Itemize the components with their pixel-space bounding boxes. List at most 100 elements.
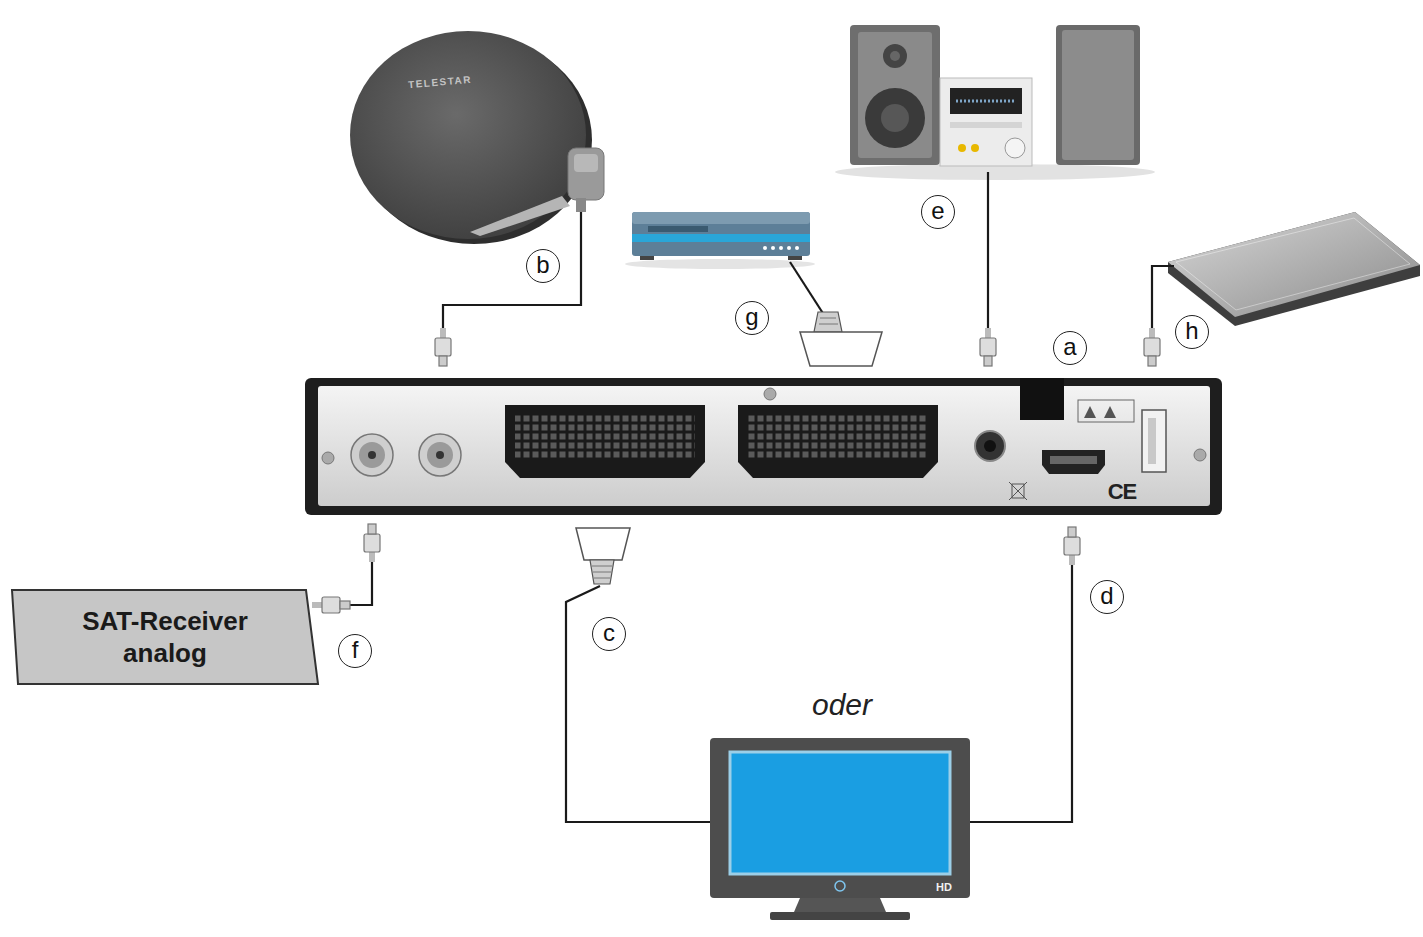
stereo-system: [958, 144, 966, 152]
stereo-system: [835, 25, 1155, 180]
callout-letter: c: [592, 617, 626, 651]
digital-receiver: [318, 386, 1210, 506]
stereo-system: [1062, 30, 1134, 160]
satellite-dish: [350, 31, 586, 239]
coax-plug: [1144, 328, 1160, 366]
television: [710, 738, 970, 920]
video-recorder: [640, 256, 654, 260]
digital-receiver: [1009, 482, 1027, 500]
stereo-system: [850, 25, 940, 165]
usb-hard-disk: [1168, 212, 1420, 317]
scart-plug: [593, 572, 611, 573]
callout-letter: d: [1090, 580, 1124, 614]
digital-receiver: [1020, 378, 1064, 420]
scart-plug: [820, 318, 836, 319]
digital-receiver: [1078, 400, 1134, 422]
cable: [987, 172, 989, 328]
video-recorder: [787, 246, 791, 250]
video-recorder: [779, 246, 783, 250]
cable: [1152, 266, 1174, 328]
television: [794, 898, 886, 912]
digital-receiver: [305, 378, 1222, 515]
scart-plug: [594, 578, 610, 579]
coax-plug: [1064, 527, 1080, 565]
usb-hard-disk: [1168, 212, 1420, 326]
cable: [350, 562, 372, 605]
video-recorder: [632, 212, 810, 224]
digital-receiver: [359, 442, 385, 468]
video-recorder: [625, 212, 815, 269]
stereo-system: [1056, 25, 1140, 165]
stereo-system: [950, 122, 1022, 128]
video-recorder: [625, 259, 815, 269]
callout-letter: h: [1175, 315, 1209, 349]
coax-plug: [312, 597, 350, 613]
stereo-system: [858, 32, 932, 158]
box-outline: [10, 588, 320, 686]
stereo-system: [1005, 138, 1025, 158]
video-recorder: [763, 246, 767, 250]
stereo-system: [883, 44, 907, 68]
television: [835, 881, 845, 891]
digital-receiver: [748, 414, 928, 460]
coax-plug: [980, 328, 996, 366]
coax-plug: [435, 328, 451, 366]
digital-receiver: [1148, 418, 1156, 464]
video-recorder: [771, 246, 775, 250]
digital-receiver: [1194, 449, 1206, 461]
satellite-dish: [470, 196, 570, 236]
satellite-dish: [568, 148, 604, 200]
digital-receiver: [764, 388, 776, 400]
callout-letter: e: [921, 195, 955, 229]
television: [770, 912, 910, 920]
digital-receiver: [1050, 456, 1097, 464]
box-outline: [12, 590, 318, 684]
callout-letter: a: [1053, 331, 1087, 365]
tv-badge: HD: [936, 881, 952, 893]
cable: [790, 262, 826, 318]
digital-receiver: [1104, 406, 1116, 418]
video-recorder: [632, 234, 810, 242]
conformity-mark: CE: [1108, 479, 1137, 505]
scart-plug: [814, 312, 842, 332]
cable: [443, 212, 581, 328]
scart-plug: [819, 324, 838, 325]
digital-receiver: [1009, 482, 1027, 500]
digital-receiver: [738, 405, 938, 478]
digital-receiver: [322, 452, 334, 464]
callout-letter: g: [735, 301, 769, 335]
scart-plug: [590, 560, 614, 584]
stereo-system: [881, 104, 909, 132]
coax-plug: [364, 524, 380, 562]
scart-plug: [576, 528, 630, 560]
video-recorder: [795, 246, 799, 250]
callout-letter: f: [338, 634, 372, 668]
video-recorder: [788, 256, 802, 260]
satellite-dish: [350, 31, 604, 244]
stereo-system: [940, 78, 1032, 166]
digital-receiver: [984, 440, 996, 452]
alternative-note: oder: [812, 688, 872, 722]
stereo-system: [865, 88, 925, 148]
television: [710, 738, 970, 898]
digital-receiver: [427, 442, 453, 468]
stereo-system: [890, 51, 900, 61]
digital-receiver: [515, 414, 695, 460]
cable: [566, 586, 710, 822]
callout-letter: b: [526, 249, 560, 283]
cable: [970, 565, 1072, 822]
digital-receiver: [1042, 450, 1105, 474]
satellite-dish: [576, 198, 586, 212]
digital-receiver: [505, 405, 705, 478]
television: [730, 752, 950, 874]
stereo-system: [956, 100, 1016, 103]
receiver-box: SAT-Receiver analog: [10, 588, 320, 686]
scart-plug: [800, 332, 882, 366]
digital-receiver: [305, 378, 1222, 515]
video-recorder: [632, 212, 810, 256]
digital-receiver: [1142, 410, 1166, 472]
box-label: SAT-Receiver analog: [70, 605, 260, 669]
digital-receiver: [436, 451, 444, 459]
